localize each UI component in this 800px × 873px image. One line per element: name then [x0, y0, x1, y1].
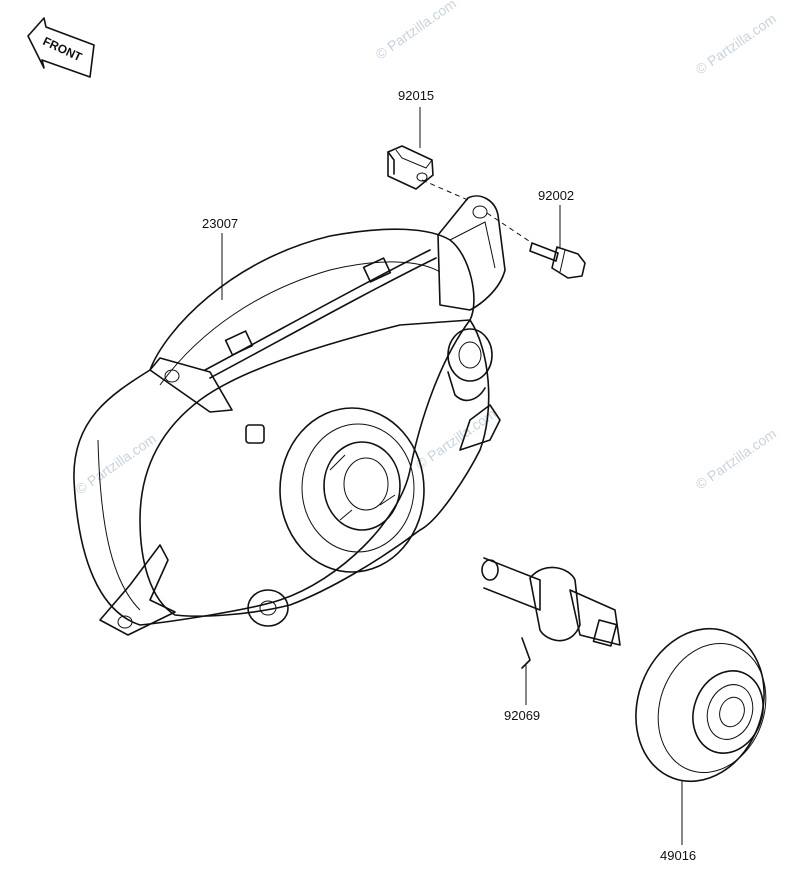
part-number-92069: 92069 — [504, 708, 540, 723]
part-number-92015: 92015 — [398, 88, 434, 103]
watermark-top-right: © Partzilla.com — [693, 10, 779, 77]
part-number-92002: 92002 — [538, 188, 574, 203]
watermark-center: © Partzilla.com — [413, 405, 499, 472]
watermarks: © Partzilla.com © Partzilla.com © Partzi… — [73, 0, 779, 497]
watermark-right: © Partzilla.com — [693, 425, 779, 492]
rubber-cap-49016 — [635, 627, 767, 845]
watermark-left: © Partzilla.com — [73, 430, 159, 497]
part-number-23007: 23007 — [202, 216, 238, 231]
front-arrow-icon — [27, 17, 95, 78]
front-badge: FRONT — [27, 17, 95, 78]
bolt-92002 — [486, 205, 586, 279]
part-number-49016: 49016 — [660, 848, 696, 863]
bulb-92069 — [481, 557, 621, 705]
headlight-assembly-23007 — [73, 195, 506, 636]
watermark-top-center: © Partzilla.com — [373, 0, 459, 62]
nut-92015 — [387, 107, 469, 201]
